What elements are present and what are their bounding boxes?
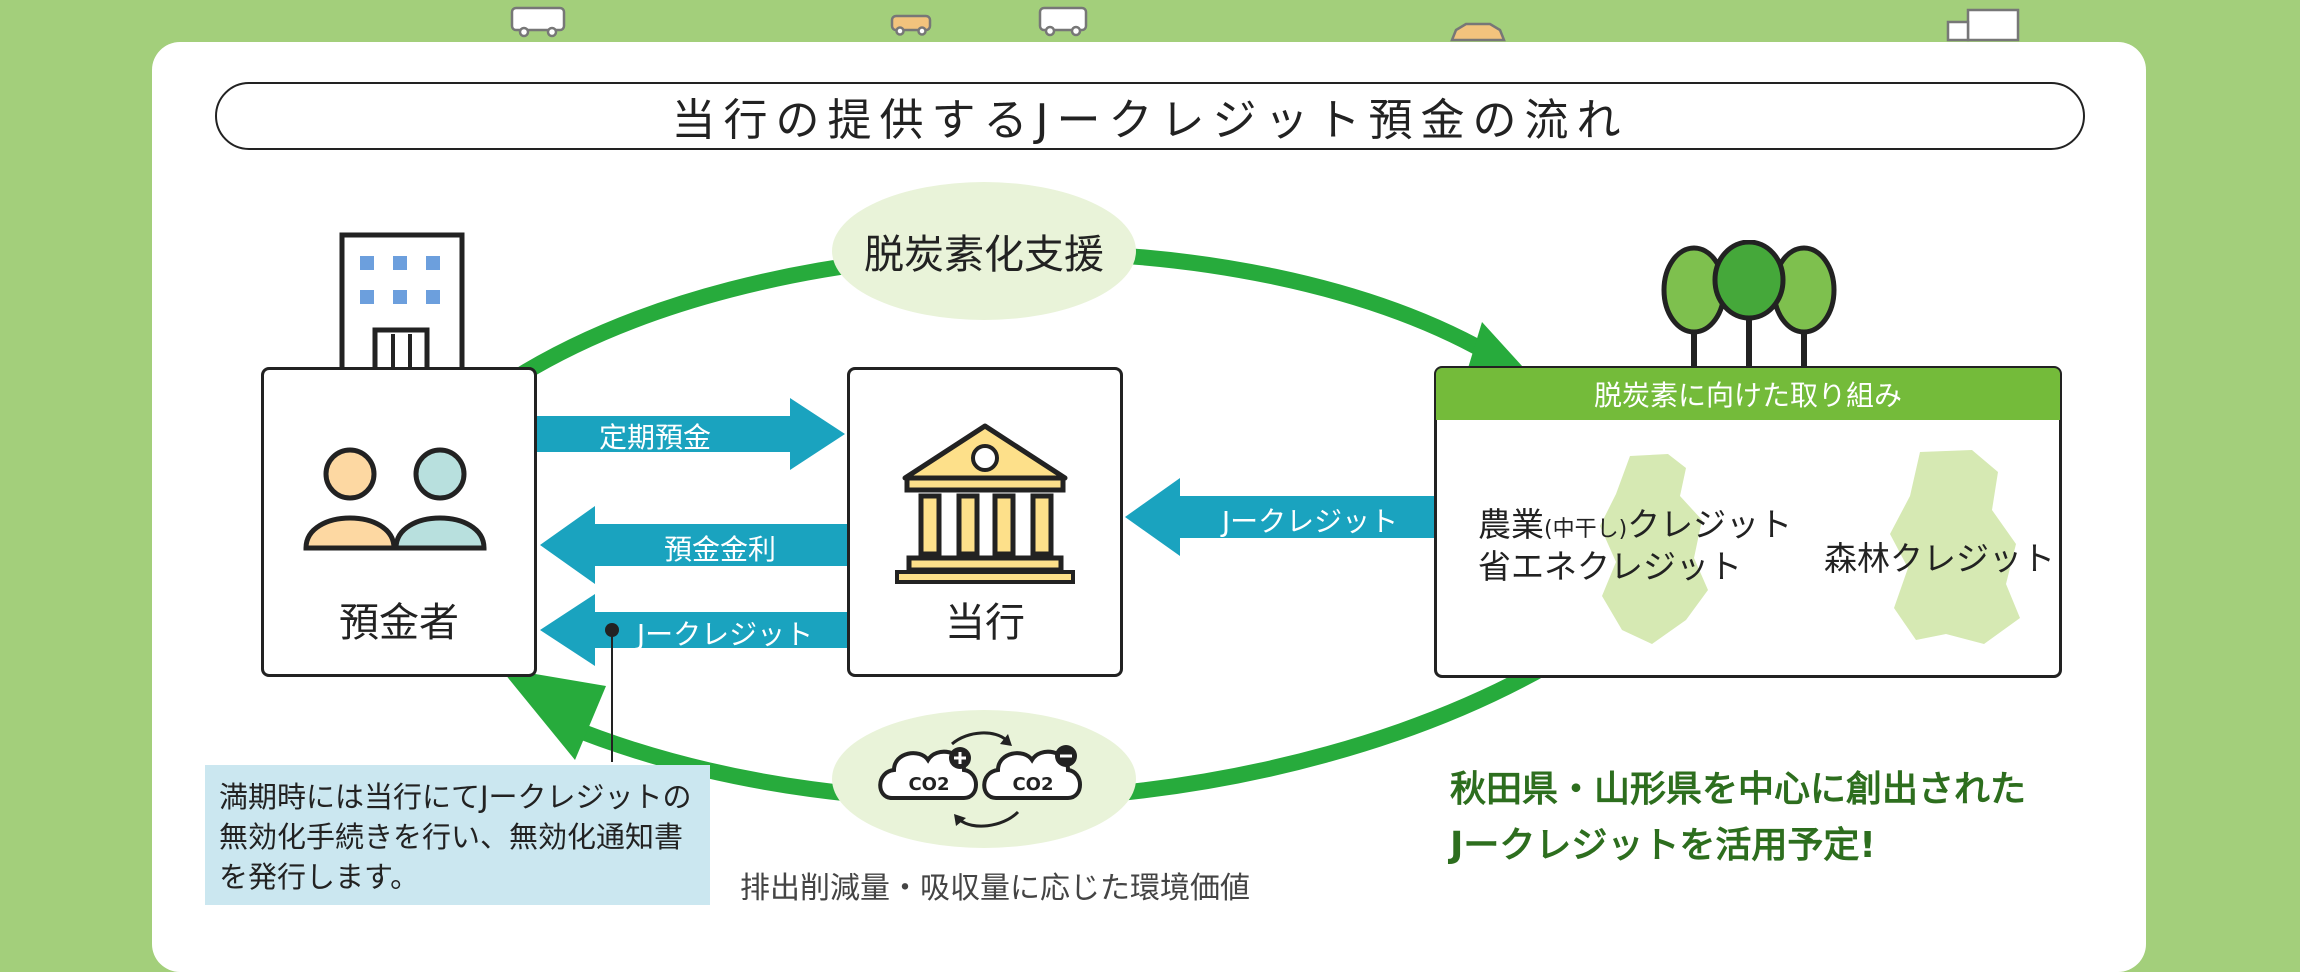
bank-label: 当行: [945, 600, 1025, 646]
top-vehicles: [510, 6, 2020, 42]
office-building-icon: [339, 232, 465, 370]
people-icon: [303, 447, 487, 551]
co2-right-text: CO2: [1012, 774, 1053, 795]
bank-box: [847, 367, 1123, 677]
co2-left-text: CO2: [908, 774, 949, 795]
fixed-deposit-label: 定期預金: [598, 421, 711, 454]
diagram-title: 当行の提供するJークレジット預金の流れ: [215, 82, 2085, 150]
depositor-label: 預金者: [339, 600, 459, 646]
plan-line-1: 秋田県・山形県を中心に創出された: [1450, 769, 2027, 810]
sedan-icon: [1450, 22, 1506, 42]
bank-building-icon: [895, 423, 1075, 584]
interest-label: 預金金利: [663, 533, 776, 566]
suv-icon: [1038, 6, 1088, 37]
trees-icon: [1661, 240, 1837, 368]
van-icon: [510, 6, 566, 38]
forest-credit-label: 森林クレジット: [1824, 539, 2055, 578]
truck-icon: [1946, 8, 2020, 42]
interest-arrow: [540, 506, 847, 584]
jcredit-to-bank-label: Jークレジット: [1221, 505, 1399, 538]
teal-arrows: [537, 398, 1435, 762]
depositor-box: [261, 367, 537, 677]
car-icon: [890, 14, 932, 36]
plan-text: 秋田県・山形県を中心に創出された Jークレジットを活用予定!: [1450, 762, 2026, 874]
environmental-value-caption: 排出削減量・吸収量に応じた環境価値: [740, 871, 1250, 906]
initiative-header: 脱炭素に向けた取り組み: [1436, 368, 2060, 420]
invalidation-note: 満期時には当行にてJークレジットの無効化手続きを行い、無効化通知書を発行します。: [205, 765, 710, 905]
plan-line-2: Jークレジットを活用予定!: [1450, 825, 1876, 866]
agri-credit-label: 農業(中干し)クレジット: [1478, 505, 1793, 544]
agri-note: (中干し): [1544, 517, 1628, 542]
energy-credit-label: 省エネクレジット: [1478, 547, 1742, 586]
jcredit-to-depositor-arrow: [540, 594, 847, 666]
co2-clouds-icon: CO2 CO2: [878, 731, 1082, 828]
fixed-deposit-arrow: [537, 398, 845, 470]
yamagata-map-icon: [1890, 450, 2020, 644]
jcredit-to-depositor-label: Jークレジット: [636, 618, 814, 651]
decarbon-support-bubble: 脱炭素化支援: [832, 182, 1136, 320]
akita-map-icon: [1600, 454, 1708, 644]
jcredit-to-bank-arrow: [1125, 478, 1435, 556]
